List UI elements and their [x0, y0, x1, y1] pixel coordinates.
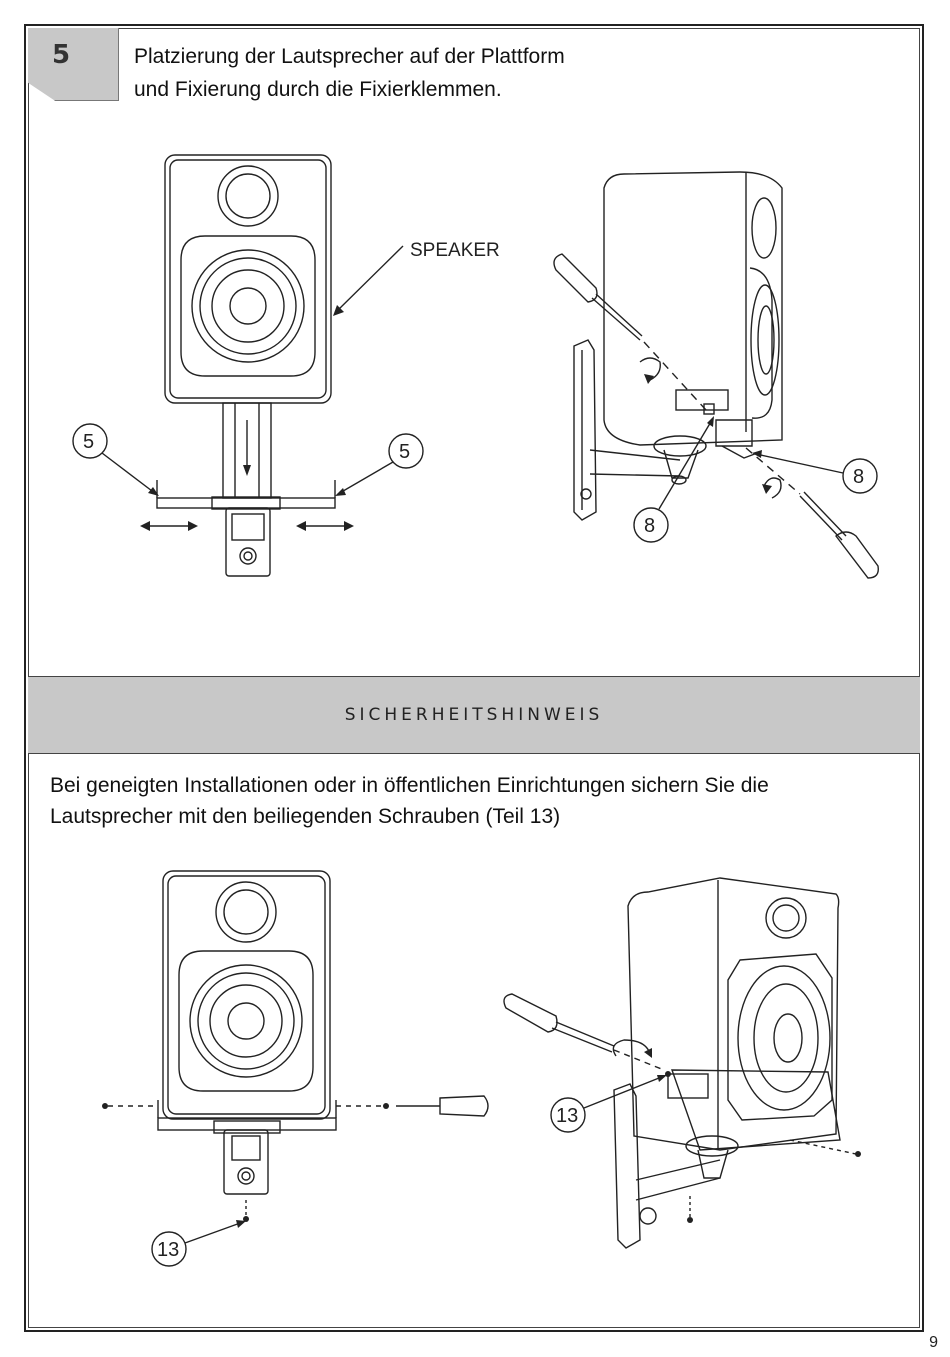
- page-number: 9: [929, 1334, 938, 1352]
- callout-13-right: 13: [556, 1105, 578, 1127]
